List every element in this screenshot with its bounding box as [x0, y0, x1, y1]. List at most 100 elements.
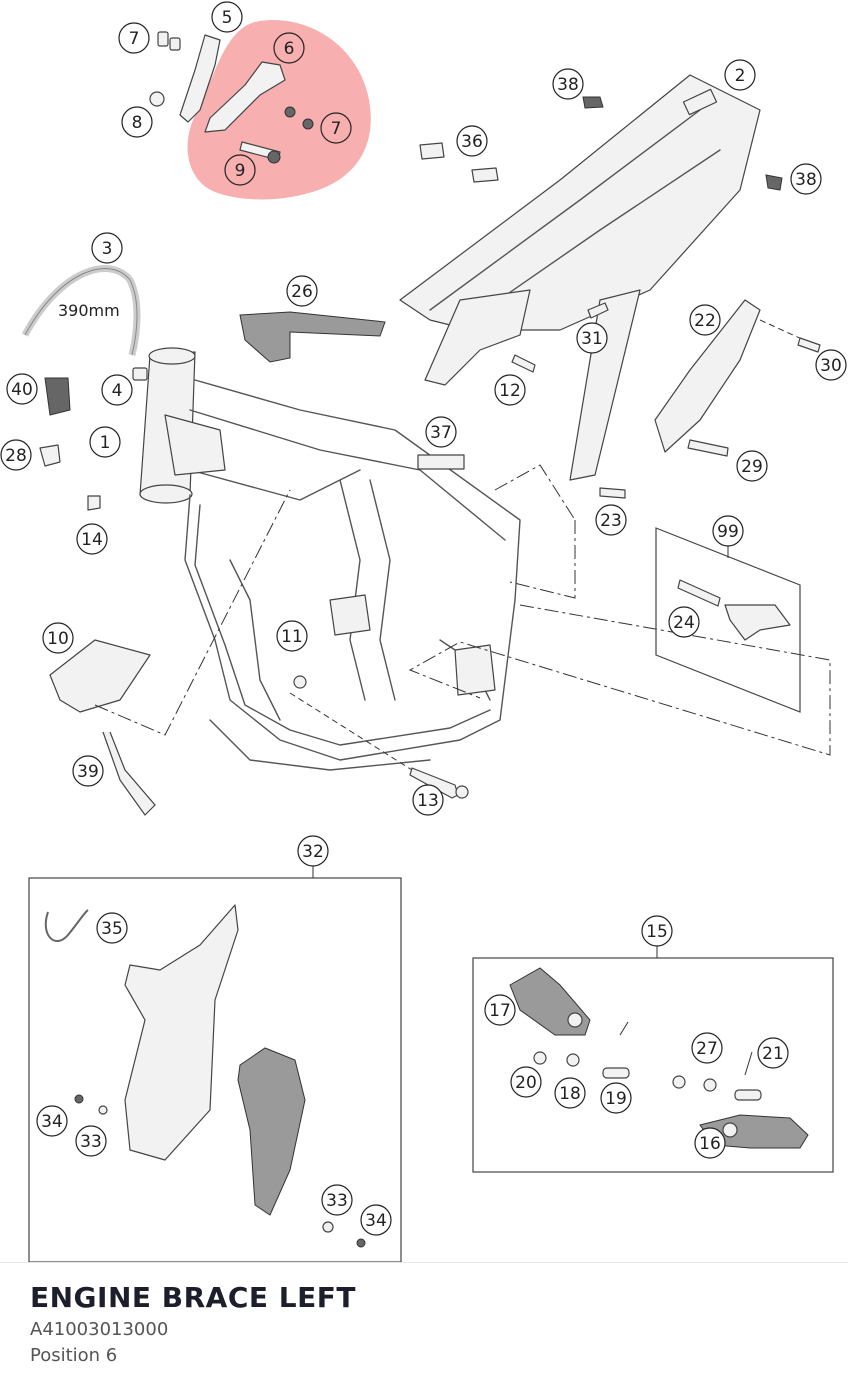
callout-label: 2 — [735, 66, 746, 86]
callout-label: 23 — [600, 511, 622, 531]
label-37[interactable] — [417, 454, 465, 470]
callout-10[interactable]: 10 — [42, 622, 74, 654]
callout-5[interactable]: 5 — [211, 1, 243, 33]
callout-label: 13 — [417, 791, 439, 811]
connector-4[interactable] — [132, 367, 148, 381]
callout-31[interactable]: 31 — [576, 322, 608, 354]
callout-8[interactable]: 8 — [121, 106, 153, 138]
washer-27[interactable] — [672, 1075, 686, 1089]
callout-7[interactable]: 7 — [118, 22, 150, 54]
main-frame[interactable] — [139, 347, 521, 771]
callout-34[interactable]: 34 — [36, 1105, 68, 1137]
callout-22[interactable]: 22 — [689, 304, 721, 336]
screw-7[interactable] — [157, 31, 181, 51]
screw-23[interactable] — [599, 487, 626, 499]
callout-21[interactable]: 21 — [757, 1037, 789, 1069]
callout-12[interactable]: 12 — [494, 374, 526, 406]
callout-37[interactable]: 37 — [425, 416, 457, 448]
callout-16[interactable]: 16 — [694, 1127, 726, 1159]
callout-6[interactable]: 6 — [273, 32, 305, 64]
callout-label: 40 — [11, 380, 33, 400]
callout-38[interactable]: 38 — [552, 68, 584, 100]
callout-label: 31 — [581, 329, 603, 349]
callout-20[interactable]: 20 — [510, 1066, 542, 1098]
callout-1[interactable]: 1 — [89, 426, 121, 458]
callout-27[interactable]: 27 — [691, 1032, 723, 1064]
cable-tie-35[interactable] — [44, 909, 89, 942]
rubber-38a[interactable] — [582, 96, 604, 109]
callout-24[interactable]: 24 — [668, 606, 700, 638]
pin-19[interactable] — [602, 1067, 630, 1079]
callout-15[interactable]: 15 — [641, 915, 673, 947]
callout-36[interactable]: 36 — [456, 125, 488, 157]
pad-36a[interactable] — [419, 142, 445, 160]
callout-38[interactable]: 38 — [790, 163, 822, 195]
rubber-38b[interactable] — [765, 174, 783, 191]
callout-33[interactable]: 33 — [321, 1184, 353, 1216]
callout-9[interactable]: 9 — [224, 154, 256, 186]
nut-8[interactable] — [149, 91, 165, 107]
frame-protector-left[interactable] — [124, 904, 239, 1161]
screw-34b[interactable] — [356, 1238, 366, 1248]
callout-30[interactable]: 30 — [815, 349, 847, 381]
washer-33b[interactable] — [322, 1221, 334, 1233]
washer-33a[interactable] — [98, 1105, 108, 1115]
assembly-line-10 — [94, 489, 291, 736]
bolt-13[interactable] — [409, 767, 459, 799]
callout-4[interactable]: 4 — [101, 374, 133, 406]
nut-11[interactable] — [293, 675, 307, 689]
callout-19[interactable]: 19 — [600, 1082, 632, 1114]
strap-39[interactable] — [102, 731, 156, 816]
bracket-5[interactable] — [179, 34, 221, 123]
pad-36b[interactable] — [471, 167, 499, 183]
callout-18[interactable]: 18 — [554, 1077, 586, 1109]
guard-10[interactable] — [49, 639, 151, 713]
screw-31[interactable] — [587, 302, 609, 319]
rear-subframe[interactable] — [399, 74, 761, 481]
guard-26[interactable] — [239, 311, 386, 363]
clip-14[interactable] — [87, 495, 101, 511]
washer-20[interactable] — [533, 1051, 547, 1065]
spring-27[interactable] — [703, 1078, 717, 1092]
callout-label: 28 — [5, 446, 27, 466]
callout-40[interactable]: 40 — [6, 373, 38, 405]
callout-34[interactable]: 34 — [360, 1204, 392, 1236]
callout-label: 22 — [694, 311, 716, 331]
kit-box-32 — [28, 877, 402, 1262]
callout-29[interactable]: 29 — [736, 450, 768, 482]
screw-34a[interactable] — [74, 1094, 84, 1104]
relay-40[interactable] — [44, 377, 71, 416]
bolt-24[interactable] — [677, 579, 721, 607]
callout-label: 7 — [129, 29, 140, 49]
callout-99[interactable]: 99 — [712, 515, 744, 547]
frame-protector-right[interactable] — [237, 1047, 306, 1216]
callout-35[interactable]: 35 — [96, 912, 128, 944]
pin-21[interactable] — [734, 1089, 762, 1101]
clip-28[interactable] — [39, 444, 61, 467]
screw-12[interactable] — [511, 354, 536, 373]
callout-32[interactable]: 32 — [297, 835, 329, 867]
screw-30[interactable] — [797, 337, 821, 353]
kit-box-15 — [472, 957, 834, 1173]
callout-14[interactable]: 14 — [76, 523, 108, 555]
exploded-parts-diagram: 390mm — [0, 1, 847, 1262]
callout-17[interactable]: 17 — [484, 994, 516, 1026]
callout-28[interactable]: 28 — [0, 439, 32, 471]
engine-brace-left-6[interactable] — [204, 61, 314, 164]
callout-3[interactable]: 3 — [91, 232, 123, 264]
spring-18[interactable] — [566, 1053, 580, 1067]
callout-label: 34 — [365, 1211, 387, 1231]
callout-label: 39 — [77, 762, 99, 782]
cable-length-label: 390mm — [58, 301, 120, 320]
bracket-99[interactable] — [724, 604, 791, 641]
bolt-29[interactable] — [687, 439, 729, 457]
callout-39[interactable]: 39 — [72, 755, 104, 787]
side-bracket-22[interactable] — [654, 299, 761, 453]
callout-7[interactable]: 7 — [320, 112, 352, 144]
callout-23[interactable]: 23 — [595, 504, 627, 536]
callout-11[interactable]: 11 — [276, 620, 308, 652]
callout-2[interactable]: 2 — [724, 59, 756, 91]
callout-33[interactable]: 33 — [75, 1125, 107, 1157]
callout-13[interactable]: 13 — [412, 784, 444, 816]
callout-26[interactable]: 26 — [286, 275, 318, 307]
